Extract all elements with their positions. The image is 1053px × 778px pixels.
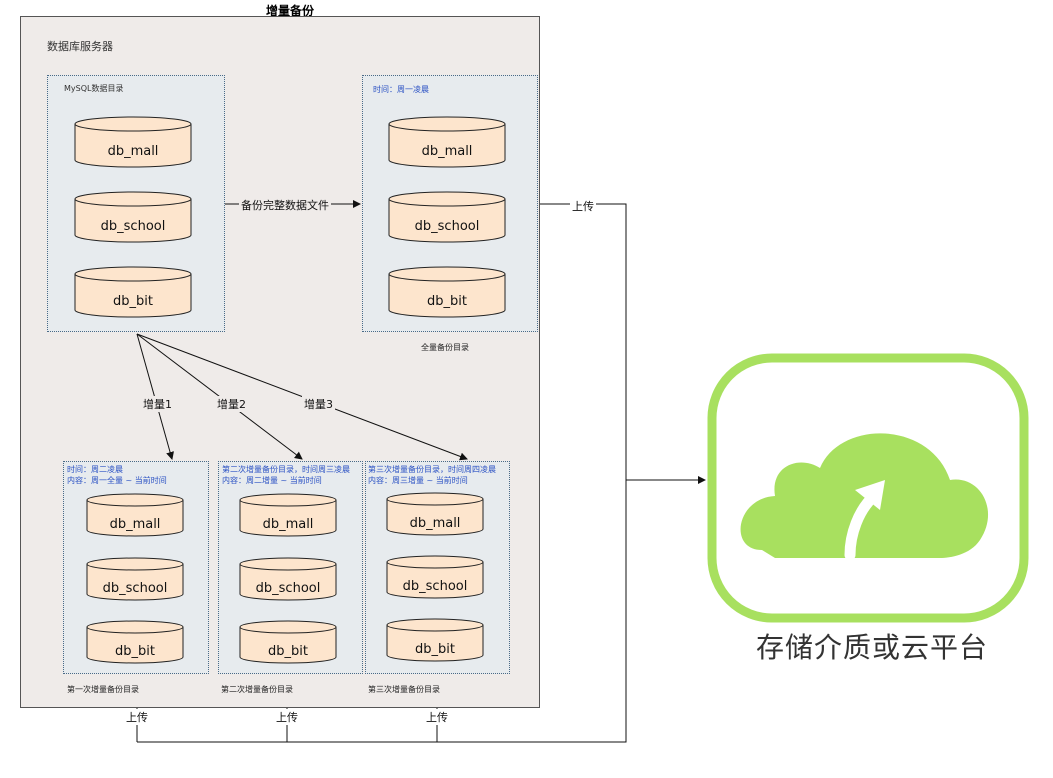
incremental-2-caption: 第二次增量备份目录 [221,685,293,694]
database-label: db_mall [262,517,314,532]
database-label: db_school [255,581,321,596]
database-label: db_bit [268,644,308,659]
database-label: db_mall [409,516,461,531]
database-cylinder: db_school [239,557,337,601]
storage-platform-label: 存储介质或云平台 [755,631,988,664]
incremental-2-content-note: 内容：周二增量 ~ 当前时间 [222,476,322,485]
inc2-upload-edge-label: 上传 [274,709,300,725]
full-upload-line [540,203,627,480]
database-label: db_bit [113,294,153,309]
database-label: db_bit [427,294,467,309]
database-label: db_mall [107,144,159,159]
bottom-bus-line [137,480,627,743]
database-label: db_bit [415,642,455,657]
database-label: db_school [414,219,480,234]
database-label: db_mall [421,144,473,159]
incremental-3-time-note: 第三次增量备份目录，时间周四凌晨 [368,465,496,474]
database-cylinder: db_mall [86,493,184,537]
database-label: db_bit [115,644,155,659]
server-label: 数据库服务器 [47,40,113,53]
database-cylinder: db_bit [86,620,184,664]
database-label: db_school [402,579,468,594]
incremental-1-caption: 第一次增量备份目录 [67,685,139,694]
incremental-2-time-note: 第二次增量备份目录，时间周三凌晨 [222,465,350,474]
incremental-1-edge-label: 增量1 [141,396,174,412]
full-backup-caption: 全量备份目录 [421,343,469,352]
database-cylinder: db_mall [386,492,484,536]
database-label: db_school [102,581,168,596]
incremental-3-edge-label: 增量3 [302,396,335,412]
incremental-3-caption: 第三次增量备份目录 [368,685,440,694]
database-label: db_school [100,219,166,234]
mysql-data-dir-label: MySQL数据目录 [64,84,124,93]
full-upload-edge-label: 上传 [570,198,596,214]
incremental-1-content-note: 内容：周一全量 ~ 当前时间 [67,476,167,485]
database-cylinder: db_bit [388,266,506,318]
incremental-3-content-note: 内容：周三增量 ~ 当前时间 [368,476,468,485]
diagram-title: 增量备份 [265,4,314,18]
database-cylinder: db_school [388,191,506,243]
full-backup-time-note: 时间：周一凌晨 [373,85,429,94]
database-cylinder: db_mall [388,116,506,168]
full-backup-edge-label: 备份完整数据文件 [239,197,331,213]
database-label: db_mall [109,517,161,532]
database-cylinder: db_school [86,557,184,601]
database-cylinder: db_school [386,555,484,599]
inc3-upload-edge-label: 上传 [424,709,450,725]
inc1-upload-edge-label: 上传 [124,709,150,725]
database-cylinder: db_bit [386,618,484,662]
cloud-upload-icon [707,353,1029,623]
database-cylinder: db_school [74,191,192,243]
database-cylinder: db_mall [74,116,192,168]
database-cylinder: db_bit [74,266,192,318]
database-cylinder: db_bit [239,620,337,664]
incremental-1-time-note: 时间：周二凌晨 [67,465,123,474]
incremental-2-edge-label: 增量2 [215,396,248,412]
database-cylinder: db_mall [239,493,337,537]
